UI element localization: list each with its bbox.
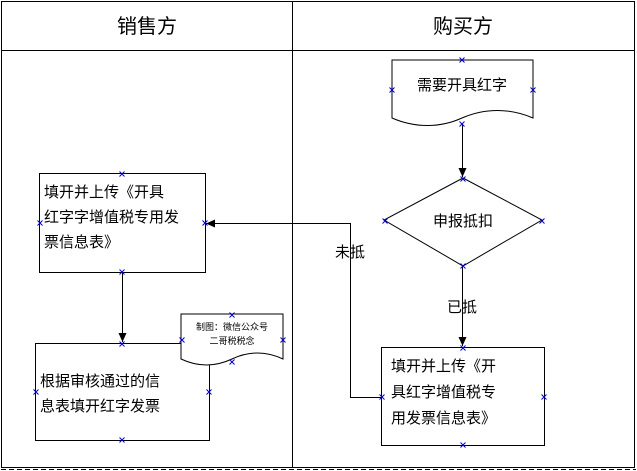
node-apply-deduction[interactable]: 申报抵扣: [382, 177, 544, 267]
lane-title-buyer: 购买方: [433, 14, 493, 38]
connection-handle-marker: [460, 442, 466, 448]
node-seller-issue-red-invoice[interactable]: 根据审核通过的信 息表填开红字发票: [35, 343, 210, 441]
edge-label-deducted: 已抵: [447, 298, 477, 316]
buyer-fill-line-1: 填开并上传《开: [391, 357, 496, 375]
watermark-line-1: 制图：微信公众号: [196, 321, 268, 333]
connection-handle-marker: [460, 176, 466, 182]
connection-handle-marker: [459, 121, 465, 127]
connection-handles: [33, 57, 547, 448]
connection-handle-marker: [119, 437, 125, 443]
connection-handle-marker: [460, 345, 466, 351]
buyer-fill-line-2: 具红字增值税专: [391, 383, 496, 401]
connection-handle-marker: [37, 220, 43, 226]
node-buyer-fill-info-sheet[interactable]: 填开并上传《开 具红字增值税专 用发票信息表》: [381, 347, 545, 446]
seller-issue-line-2: 息表填开红字发票: [40, 397, 160, 415]
connection-handle-marker: [33, 389, 39, 395]
watermark-line-2: 二哥税税念: [209, 335, 254, 347]
edge-buyer-fill-to-seller-fill: [206, 219, 381, 398]
node-need-red-invoice-label: 需要开具红字: [417, 76, 507, 94]
connection-handle-marker: [389, 87, 395, 93]
buyer-fill-line-3: 用发票信息表》: [391, 409, 496, 427]
connection-handle-marker: [379, 394, 385, 400]
connection-handle-marker: [530, 87, 536, 93]
connection-handle-marker: [202, 220, 208, 226]
edge-label-not-deducted: 未抵: [335, 243, 365, 261]
connection-handle-marker: [206, 389, 212, 395]
connection-handle-marker: [119, 171, 125, 177]
lane-title-seller: 销售方: [117, 14, 177, 38]
connection-handle-marker: [539, 218, 545, 224]
seller-fill-line-3: 票信息表》: [44, 233, 119, 251]
seller-issue-line-1: 根据审核通过的信: [40, 372, 160, 390]
connection-handle-marker: [229, 359, 235, 365]
connection-handle-marker: [119, 341, 125, 347]
connection-handle-marker: [119, 269, 125, 275]
watermark-note: 制图：微信公众号 二哥税税念: [180, 313, 284, 366]
connection-handle-marker: [541, 394, 547, 400]
connectors: [118, 124, 467, 398]
connection-handle-marker: [179, 337, 185, 343]
seller-fill-line-2: 红字字增值税专用发: [44, 208, 179, 226]
node-apply-deduction-label: 申报抵扣: [433, 212, 493, 230]
connection-handle-marker: [459, 57, 465, 63]
connection-handle-marker: [229, 312, 235, 318]
seller-fill-line-1: 填开并上传《开具: [44, 183, 164, 201]
connection-handle-marker: [280, 337, 286, 343]
node-seller-fill-info-sheet[interactable]: 填开并上传《开具 红字字增值税专用发 票信息表》: [39, 173, 206, 273]
node-need-red-invoice[interactable]: 需要开具红字: [391, 59, 534, 126]
connection-handle-marker: [460, 263, 466, 269]
connection-handle-marker: [382, 218, 388, 224]
